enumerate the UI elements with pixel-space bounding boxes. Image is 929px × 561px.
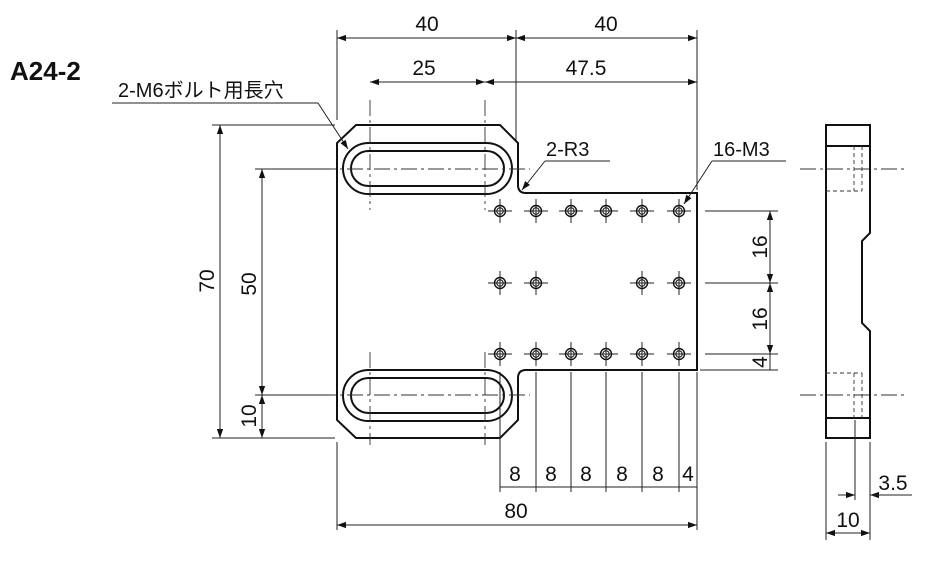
m3-hole [630,342,654,366]
m3-hole [667,342,691,366]
dim-total-height: 70 [196,269,219,292]
m3-hole [488,271,512,295]
m3-hole [488,199,512,223]
dim-total-width [336,442,697,530]
m3-hole [667,199,691,223]
m3-hole [594,342,618,366]
radius-callout: 2-R3 [546,139,589,161]
plate-outline [336,124,698,439]
upper-slot [342,142,513,195]
dim-slot-to-edge: 47.5 [566,57,607,80]
dim-total-width-label: 80 [504,500,527,523]
slot-callout: 2-M6ボルト用長穴 [118,79,284,102]
m3-hole [559,342,583,366]
dim-pitch-5: 8 [652,463,664,486]
m3-hole [630,199,654,223]
m3-hole [524,199,548,223]
m3-hole [630,271,654,295]
holes-callout: 16-M3 [713,139,770,161]
m3-hole [488,342,512,366]
dim-pitch-2: 8 [545,463,557,486]
radius-leader [521,160,610,191]
m3-hole [667,271,691,295]
dim-slot-offset: 10 [238,404,261,427]
dim-pitch-4: 8 [616,463,628,486]
dim-right-rows [700,210,778,371]
m3-hole [524,271,548,295]
dim-pitch-1: 8 [509,463,521,486]
dim-left-heights [212,124,335,439]
dim-top-left-width: 40 [415,13,438,36]
slot-leader [112,102,349,150]
dim-bottom-pitch [499,372,698,530]
side-view [825,124,912,540]
dim-edge-offset: 4 [749,356,772,368]
holes-leader [683,160,786,205]
dim-end-offset: 4 [682,463,694,486]
dim-slot-pitch: 50 [238,272,261,295]
dim-pitch-3: 8 [580,463,592,486]
m3-hole [524,342,548,366]
dim-row-pitch-1: 16 [749,235,772,258]
m3-hole [594,199,618,223]
dim-row-pitch-2: 16 [749,307,772,330]
dim-side-thickness: 10 [836,509,859,532]
dim-top-right-width: 40 [594,13,617,36]
dim-slot-length: 25 [412,57,435,80]
lower-slot [342,369,513,422]
dim-side-hole-offset: 3.5 [878,472,907,495]
m3-holes [488,199,691,366]
m3-hole [559,199,583,223]
part-id: A24-2 [10,56,81,86]
